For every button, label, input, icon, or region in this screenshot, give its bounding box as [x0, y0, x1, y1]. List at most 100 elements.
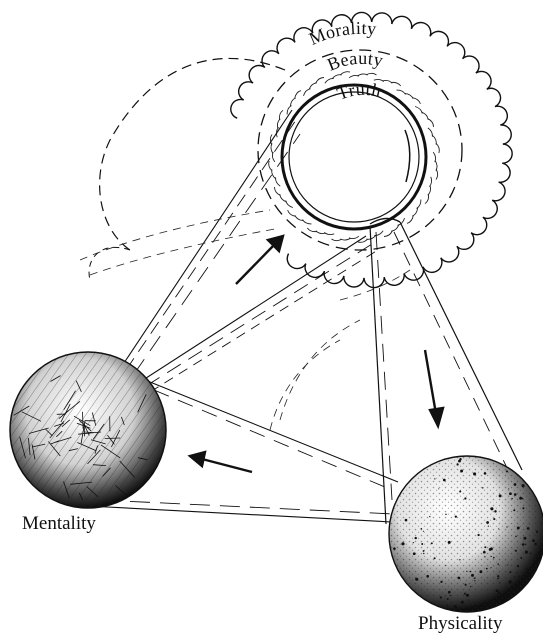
halo-fuzz — [316, 231, 326, 234]
texture-speck — [497, 578, 499, 580]
texture-speck — [491, 567, 492, 568]
texture-speck — [415, 578, 418, 581]
texture-speck — [525, 551, 528, 554]
halo-fuzz — [428, 119, 434, 127]
halo-fuzz — [367, 73, 377, 75]
texture-speck — [484, 556, 485, 557]
halo-fuzz — [269, 161, 272, 171]
texture-speck — [401, 542, 404, 545]
halo-scallop — [499, 163, 510, 182]
texture-speck — [486, 521, 489, 524]
texture-speck — [445, 514, 446, 515]
texture-speck — [447, 598, 449, 600]
texture-speck — [515, 550, 517, 552]
texture-speck — [434, 557, 436, 559]
texture-speck — [507, 564, 508, 565]
halo-fuzz — [271, 143, 273, 153]
halo-fuzz — [325, 79, 334, 84]
texture-speck — [491, 556, 492, 557]
beauty-label: Beauty — [324, 48, 385, 75]
texture-speck — [459, 578, 460, 579]
texture-speck — [497, 563, 499, 565]
texture-speck — [496, 589, 499, 592]
halo-fuzz — [425, 194, 429, 203]
texture-speck — [450, 595, 451, 596]
texture-speck — [516, 572, 517, 573]
halo-fuzz — [304, 89, 311, 96]
texture-speck — [464, 593, 466, 595]
texture-speck — [468, 599, 469, 600]
arrow-left — [190, 452, 252, 472]
texture-speck — [464, 497, 466, 499]
texture-speck — [456, 607, 457, 608]
texture-speck — [488, 526, 489, 527]
texture-speck — [421, 543, 423, 545]
texture-speck — [499, 582, 500, 583]
halo-fuzz — [316, 78, 324, 84]
halo-fuzz — [383, 80, 393, 83]
texture-speck — [534, 543, 537, 546]
texture-speck — [522, 543, 525, 546]
texture-speck — [514, 576, 515, 577]
halo-fuzz — [391, 225, 399, 231]
texture-speck — [508, 488, 509, 489]
halo-scallop — [277, 38, 295, 54]
texture-speck — [509, 571, 511, 573]
halo-scallop — [344, 276, 364, 287]
texture-speck — [517, 565, 519, 567]
texture-speck — [423, 553, 424, 554]
texture-speck — [455, 515, 457, 517]
mentality-label: Mentality — [22, 513, 96, 534]
texture-speck — [509, 492, 512, 495]
halo-fuzz — [384, 231, 392, 237]
texture-speck — [461, 601, 464, 604]
texture-speck — [438, 488, 439, 489]
texture-speck — [459, 559, 460, 560]
halo-fuzz — [288, 210, 296, 216]
halo-fuzz — [272, 169, 276, 178]
texture-speck — [493, 598, 495, 600]
halo-fuzz — [405, 93, 414, 98]
texture-speck — [460, 470, 463, 473]
halo-scallop — [476, 71, 491, 89]
texture-speck — [506, 526, 507, 527]
halo-fuzz — [277, 119, 280, 129]
texture-speck — [483, 551, 486, 554]
texture-speck — [514, 483, 517, 486]
texture-speck — [470, 571, 472, 573]
texture-speck — [473, 472, 476, 475]
texture-speck — [484, 546, 486, 548]
mentality-sphere — [10, 352, 166, 508]
halo-scallop — [392, 16, 412, 28]
texture-speck — [489, 548, 492, 551]
halo-fuzz — [280, 194, 286, 202]
texture-speck — [493, 557, 495, 559]
texture-speck — [490, 507, 493, 510]
texture-speck — [448, 541, 451, 544]
texture-speck — [488, 603, 491, 606]
texture-speck — [515, 536, 517, 538]
texture-speck — [496, 597, 497, 598]
texture-speck — [514, 493, 517, 496]
halo-scallop — [411, 23, 430, 37]
texture-speck — [423, 531, 424, 532]
halo-fuzz — [433, 152, 435, 162]
halo-scallop — [471, 217, 487, 234]
arrow-up-right — [236, 236, 283, 284]
halo-scallop — [487, 88, 501, 106]
arrow-down — [425, 350, 443, 426]
halo-fuzz — [397, 90, 406, 94]
texture-speck — [479, 570, 482, 573]
texture-speck — [530, 552, 532, 554]
texture-speck — [466, 571, 467, 572]
halo-fuzz — [428, 128, 433, 137]
texture-speck — [493, 518, 495, 520]
halo-fuzz — [340, 72, 350, 75]
texture-speck — [522, 498, 524, 500]
texture-speck — [457, 463, 459, 465]
texture-speck — [513, 509, 515, 511]
halo-fuzz — [295, 215, 304, 220]
texture-speck — [440, 581, 442, 583]
texture-speck — [532, 539, 535, 542]
halo-fuzz — [272, 152, 274, 162]
